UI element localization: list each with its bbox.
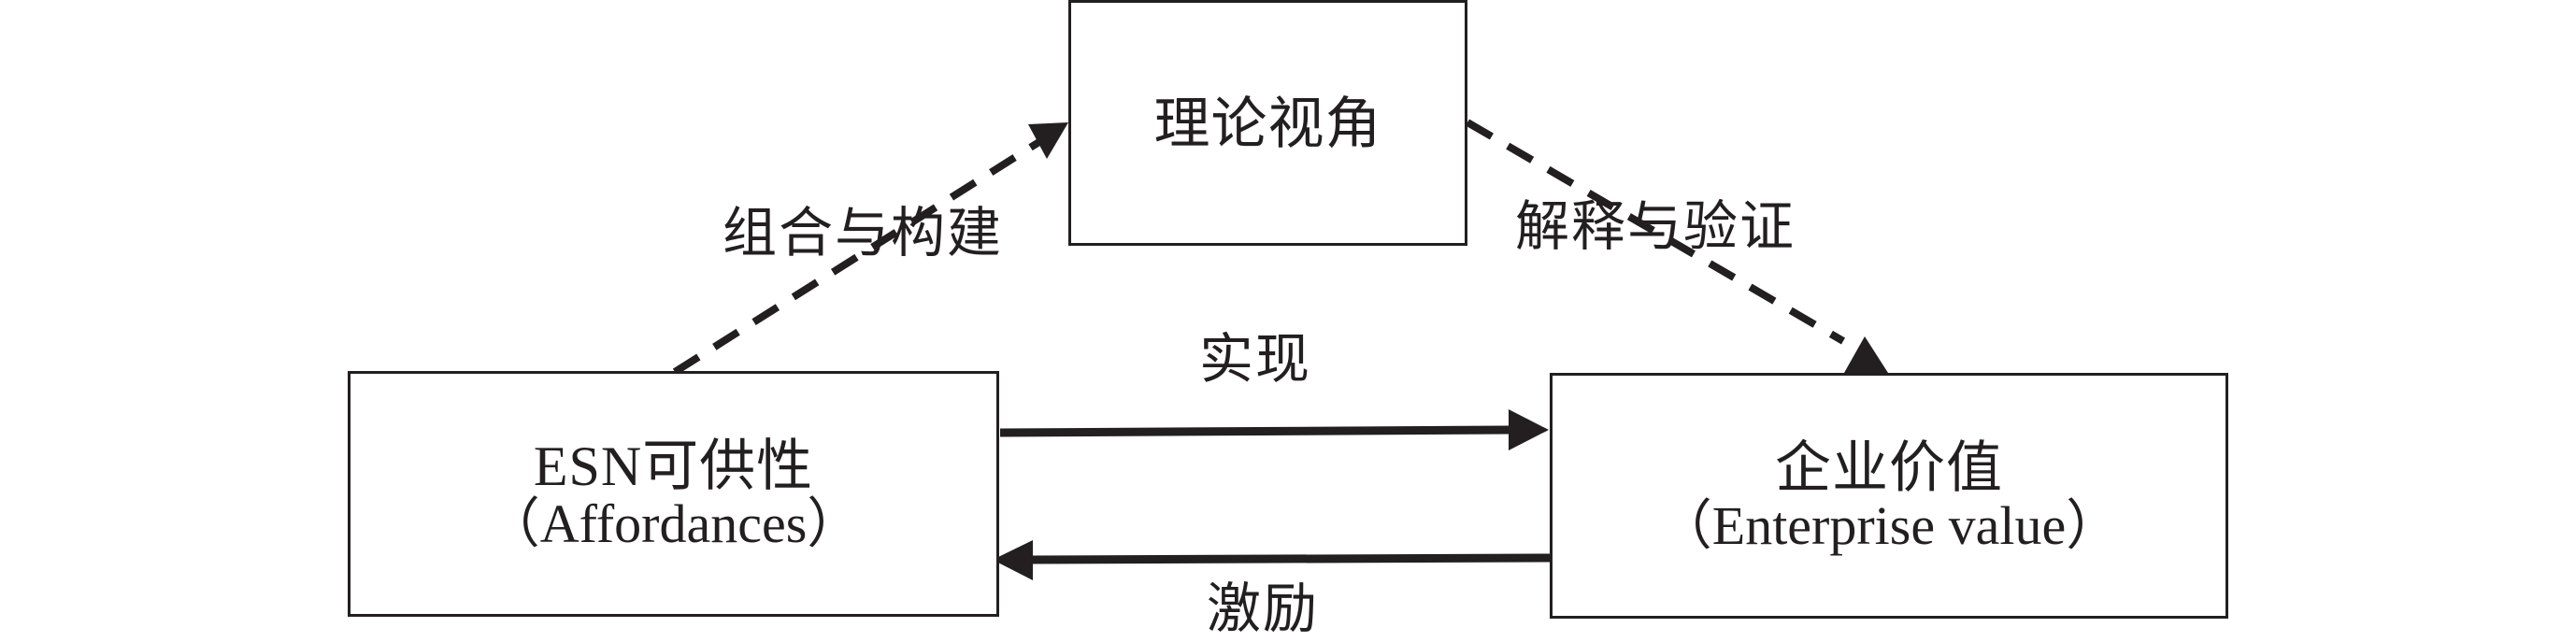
edge-label-realize: 实现 (1199, 329, 1312, 390)
node-esn-affordances: ESN可供性 （Affordances） (348, 371, 999, 617)
node-theoretical-perspective: 理论视角 (1068, 0, 1467, 246)
edge-compose-line (672, 135, 1048, 376)
edge-realize-arrowhead (1509, 409, 1549, 450)
node-esn-subtitle: （Affordances） (485, 492, 862, 554)
node-enterprise-value: 企业价值 （Enterprise value） (1550, 373, 2228, 619)
edge-explain-line (1465, 119, 1846, 345)
node-value-title: 企业价值 (1775, 436, 2003, 499)
node-esn-title: ESN可供性 (533, 435, 814, 497)
edge-compose-arrowhead (1028, 122, 1068, 159)
node-theory-title: 理论视角 (1153, 93, 1382, 155)
edge-label-motivate: 激励 (1207, 578, 1320, 639)
edge-label-compose: 组合与构建 (723, 203, 1004, 264)
edge-motivate-line (1030, 553, 1551, 564)
edge-realize-line (999, 425, 1511, 437)
edge-explain-arrowhead (1844, 336, 1888, 373)
edge-motivate-arrowhead (993, 540, 1033, 580)
edge-label-explain: 解释与验证 (1515, 196, 1796, 257)
node-value-subtitle: （Enterprise value） (1657, 494, 2121, 556)
